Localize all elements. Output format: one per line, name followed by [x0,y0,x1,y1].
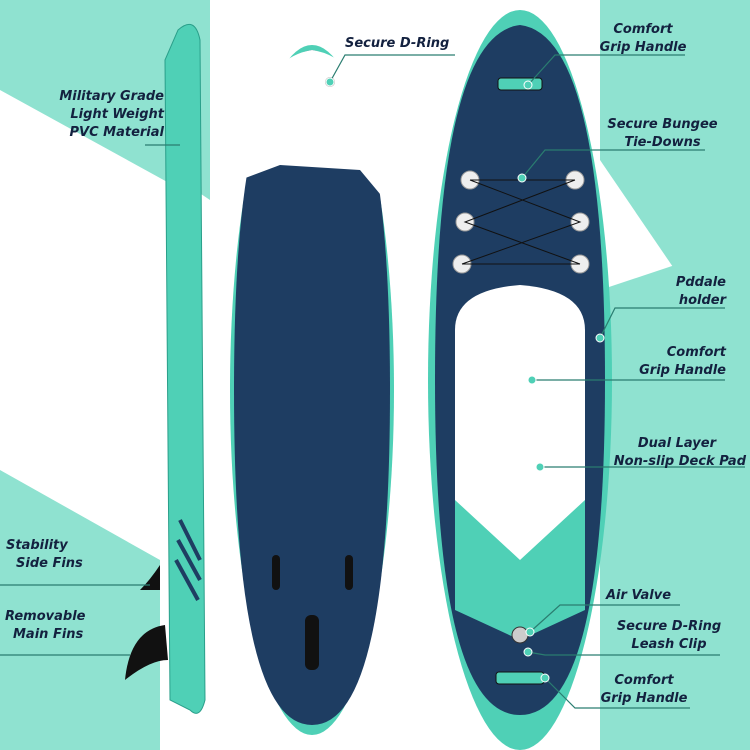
label-line: Secure Bungee [607,117,718,132]
label-line: Side Fins [16,556,83,571]
label-line: PVC Material [69,125,165,140]
label-line: holder [678,293,726,308]
label-line: Light Weight [70,107,164,122]
top-view-board [428,10,612,750]
label-air-valve: Air Valve [606,588,672,603]
label-line: Comfort [613,22,673,37]
label-secure-d-ring: Secure D-Ring [345,36,450,51]
label-grip-bottom: Comfort Grip Handle [588,672,700,708]
label-removable-fins: Removable Main Fins [5,608,85,644]
label-grip-mid: Comfort Grip Handle [620,344,726,380]
bottom-view-board [230,45,394,735]
label-line: Non-slip Deck Pad [613,454,746,469]
label-line: Dual Layer [637,436,716,451]
label-stability-fins: Stability Side Fins [6,537,83,573]
label-line: Comfort [614,673,674,688]
callout-lines [0,54,745,709]
label-grip-top: Comfort Grip Handle [588,21,698,57]
callout-dots [325,77,605,683]
label-line: Grip Handle [599,40,687,55]
side-view-board [125,23,206,714]
label-leash-clip: Secure D-Ring Leash Clip [608,618,730,654]
label-line: Military Grade [59,89,164,104]
label-bungee: Secure Bungee Tie-Downs [600,116,725,152]
label-line: Pddale [675,275,726,290]
label-line: Grip Handle [600,691,688,706]
label-line: Tie-Downs [624,135,701,150]
label-line: Leash Clip [631,637,707,652]
label-line: Removable [5,609,86,624]
label-military-grade: Military Grade Light Weight PVC Material [40,88,164,142]
label-line: Secure D-Ring [616,619,722,634]
label-paddle-holder: Pddale holder [660,274,726,310]
label-line: Grip Handle [639,363,726,378]
label-line: Comfort [666,345,726,360]
label-line: Main Fins [13,627,84,642]
label-deck-pad: Dual Layer Non-slip Deck Pad [600,435,746,471]
label-line: Stability [6,538,68,553]
